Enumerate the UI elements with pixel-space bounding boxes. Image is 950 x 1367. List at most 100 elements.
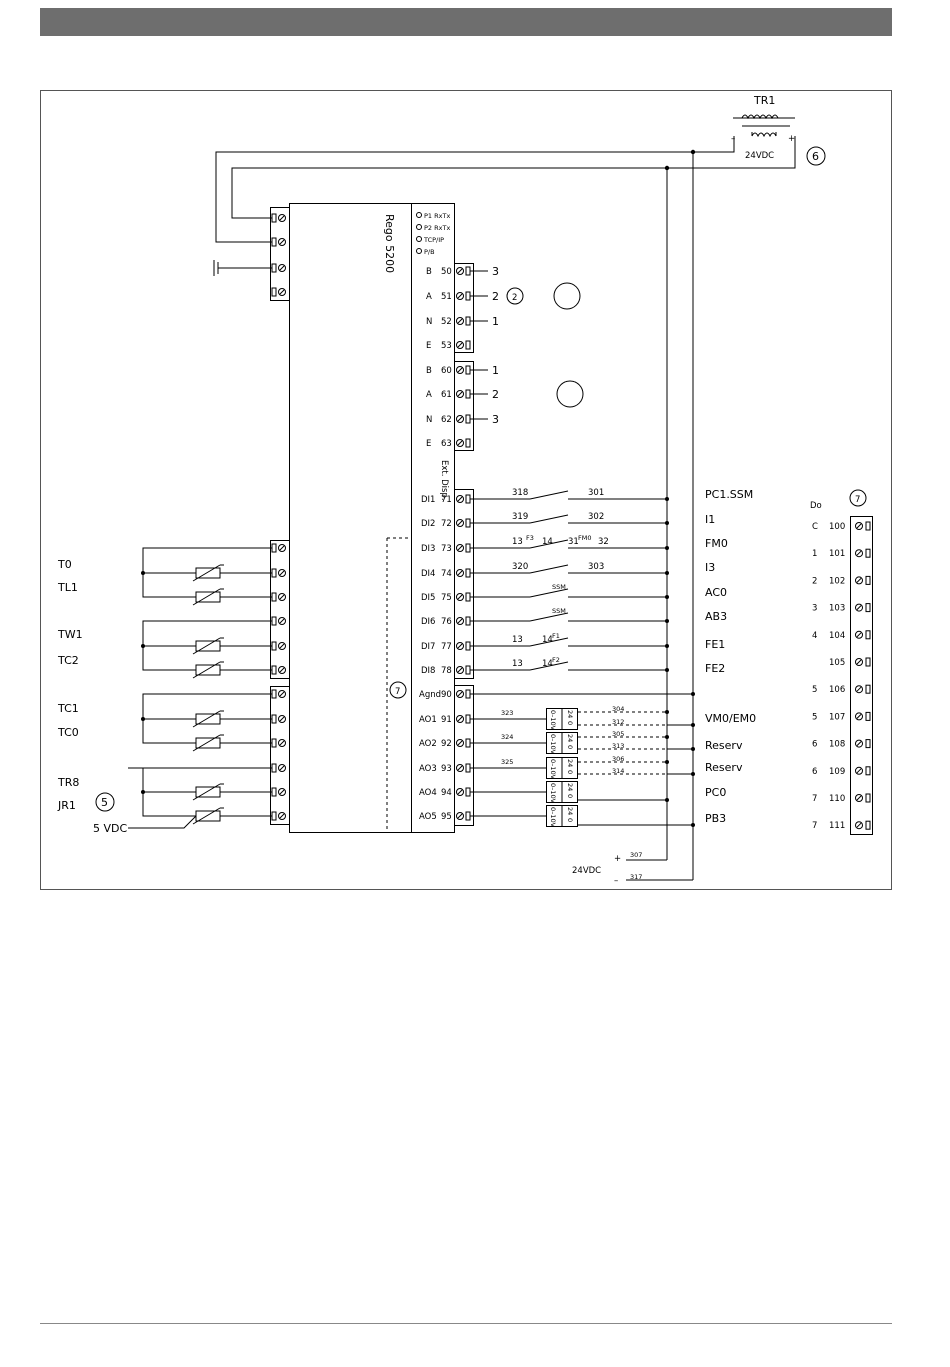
- di-wire-a: 13: [512, 537, 523, 547]
- do-row-num: 103: [829, 604, 845, 614]
- bus-terminal-num: 61: [441, 390, 452, 400]
- bus-pin: 3: [492, 413, 499, 426]
- do-row-label: 5: [812, 685, 817, 695]
- actuator-range: 0–10V: [549, 734, 557, 755]
- di-label: I1: [705, 513, 715, 526]
- actuator-range: 0–10V: [549, 759, 557, 780]
- di-wire-a: 13: [512, 635, 523, 645]
- di-label: FM0: [705, 537, 728, 550]
- di-terminal-name: DI2: [421, 519, 435, 529]
- di-wire-b: 32: [598, 537, 609, 547]
- bus-terminal-sig: A: [426, 292, 432, 302]
- sensor-label: TR8: [57, 776, 79, 789]
- bus-pin: 2: [492, 388, 499, 401]
- comm-led-label: P2 RxTx: [424, 224, 450, 232]
- bus-device-2: [556, 380, 584, 408]
- transformer-supply: 24VDC: [745, 151, 774, 161]
- do-row-label: 1: [812, 549, 817, 559]
- actuator-wire-label: 312: [612, 718, 624, 726]
- ao-terminal-num: 93: [441, 764, 452, 774]
- do-row-num: 101: [829, 549, 845, 559]
- marker-6: 6: [812, 150, 819, 163]
- di-wire-c: 14: [542, 537, 553, 547]
- bottom-supply-minus: –: [614, 876, 618, 886]
- sensor-label: T0: [57, 558, 72, 571]
- bus-terminal-num: 52: [441, 317, 452, 327]
- do-row-num: 100: [829, 522, 845, 532]
- header-bar: [40, 8, 892, 36]
- di-wire-a: 319: [512, 512, 528, 522]
- ao-label: Reserv: [705, 739, 743, 752]
- di-terminal-num: 75: [441, 593, 452, 603]
- ao-terminal-num: 91: [441, 715, 452, 725]
- actuator-zero: 0: [566, 794, 574, 798]
- di-terminal-num: 72: [441, 519, 452, 529]
- di-label: AC0: [705, 586, 727, 599]
- diagram-frame: [40, 90, 892, 890]
- di-wire-d: 31: [568, 537, 579, 547]
- di-terminal-name: DI3: [421, 544, 435, 554]
- bus-pin: 1: [492, 364, 499, 377]
- sensor-label: TC2: [57, 654, 79, 667]
- bus-terminal-num: 51: [441, 292, 452, 302]
- di-wire-mid: F1: [552, 632, 560, 640]
- bus-pin: 1: [492, 315, 499, 328]
- di-terminal-name: DI7: [421, 642, 435, 652]
- actuator-wire-label: 306: [612, 755, 624, 763]
- sensor-5vdc: 5 VDC: [93, 822, 127, 835]
- actuator-range: 0–10V: [549, 783, 557, 804]
- ao-terminal-name: AO2: [419, 739, 437, 749]
- di-terminal-num: 78: [441, 666, 452, 676]
- actuator-wire-label: 314: [612, 767, 624, 775]
- controller-marker-7: 7: [395, 687, 400, 697]
- do-row-label: 4: [812, 631, 817, 641]
- do-marker-7: 7: [855, 495, 860, 505]
- ao-label: PB3: [705, 812, 726, 825]
- comm-led-label: TCP/IP: [423, 236, 444, 244]
- left-terminal-block: 1 G2 G034 +C30Agnd31 AI132 AI233Agnd34 A…: [57, 207, 326, 835]
- ao-label: Reserv: [705, 761, 743, 774]
- ao-terminal-name: AO1: [419, 715, 437, 725]
- do-row-label: 7: [812, 821, 817, 831]
- bus-terminal-num: 53: [441, 341, 452, 351]
- di-wire-mid: SSM: [552, 583, 566, 591]
- bus-device-1: [553, 282, 581, 310]
- di-label: AB3: [705, 610, 727, 623]
- controller-name: Rego 5200: [383, 214, 396, 273]
- do-row-label: 6: [812, 767, 817, 777]
- bus-terminal-sig: N: [426, 415, 432, 425]
- bus-terminal-sig: E: [426, 439, 431, 449]
- bus-terminal-sig: A: [426, 390, 432, 400]
- do-row-label: 2: [812, 576, 817, 586]
- ao-wire-label: 324: [501, 733, 513, 741]
- ao-label: PC0: [705, 786, 726, 799]
- ao-terminal-name: Agnd: [419, 690, 441, 700]
- do-row-num: 110: [829, 794, 845, 804]
- transformer-plus: +: [788, 134, 795, 144]
- di-terminal-num: 74: [441, 569, 452, 579]
- actuator-zero: 0: [566, 818, 574, 822]
- ext-disp-label: Ext. Disp.: [439, 460, 449, 501]
- actuator-supply: 24: [566, 759, 574, 767]
- di-terminal-name: DI5: [421, 593, 435, 603]
- di-wire-c: 14: [542, 635, 553, 645]
- do-row-label: 7: [812, 794, 817, 804]
- sensor-marker-5: 5: [101, 796, 108, 809]
- ao-wire-label: 325: [501, 758, 513, 766]
- actuator-zero: 0: [566, 745, 574, 749]
- transformer-minus: –: [731, 134, 735, 144]
- di-terminal-num: 77: [441, 642, 452, 652]
- do-row-num: 104: [829, 631, 845, 641]
- di-label: PC1.SSM: [705, 488, 753, 501]
- transformer-label: TR1: [753, 94, 775, 107]
- di-label: FE1: [705, 638, 725, 651]
- do-row-num: 105: [829, 658, 845, 668]
- sensor-label: JR1: [57, 799, 76, 812]
- ao-terminal-num: 94: [441, 788, 452, 798]
- ao-terminal-name: AO5: [419, 812, 437, 822]
